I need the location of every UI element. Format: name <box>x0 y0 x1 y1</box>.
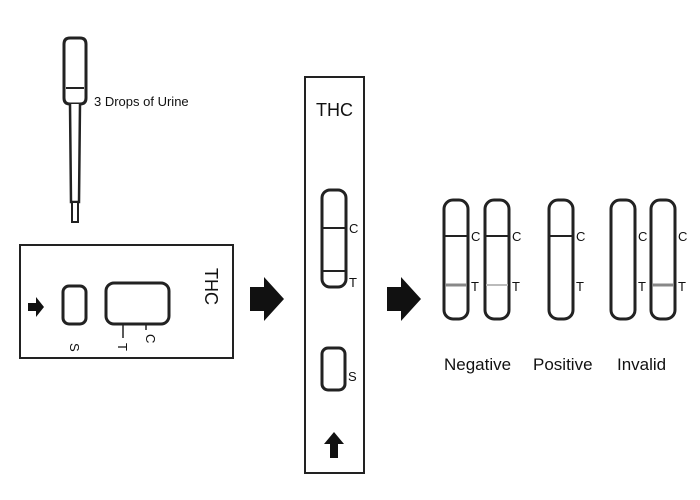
test-mark: T <box>512 279 520 294</box>
cassette-title: THC <box>201 268 221 305</box>
control-mark: C <box>638 229 647 244</box>
positive-label: Positive <box>533 355 593 374</box>
drops-instruction: 3 Drops of Urine <box>94 94 189 109</box>
vertical-cassette-title: THC <box>316 100 353 120</box>
vertical-control-label: C <box>349 221 358 236</box>
cassette-test-label: T <box>115 343 130 351</box>
test-mark: T <box>638 279 646 294</box>
positive-result-strip: C T <box>547 198 585 321</box>
control-mark: C <box>678 229 687 244</box>
invalid-label: Invalid <box>617 355 666 374</box>
vertical-result-window <box>320 188 348 289</box>
horizontal-cassette: S T C THC <box>19 244 234 359</box>
negative-result-strip: C T <box>483 198 521 321</box>
dropper-icon <box>62 36 88 223</box>
vertical-test-label: T <box>349 275 357 290</box>
control-mark: C <box>576 229 585 244</box>
flow-arrow-icon <box>28 297 44 317</box>
control-mark: C <box>471 229 480 244</box>
vertical-cassette: THC C T S <box>304 76 365 474</box>
control-mark: C <box>512 229 521 244</box>
sample-well <box>61 284 88 326</box>
invalid-result-strip: C T <box>649 198 687 321</box>
invalid-result-strip: C T <box>609 198 647 321</box>
test-mark: T <box>576 279 584 294</box>
sample-label: S <box>67 343 82 352</box>
cassette-control-label: C <box>143 334 158 343</box>
negative-result-strip: C T <box>442 198 480 321</box>
test-mark: T <box>678 279 686 294</box>
result-window <box>104 281 171 326</box>
up-arrow-icon <box>324 432 344 458</box>
next-step-arrow-icon <box>250 277 284 321</box>
vertical-sample-label: S <box>348 369 357 384</box>
negative-label: Negative <box>444 355 511 374</box>
vertical-sample-well <box>320 346 347 392</box>
next-step-arrow-icon <box>387 277 421 321</box>
test-mark: T <box>471 279 479 294</box>
